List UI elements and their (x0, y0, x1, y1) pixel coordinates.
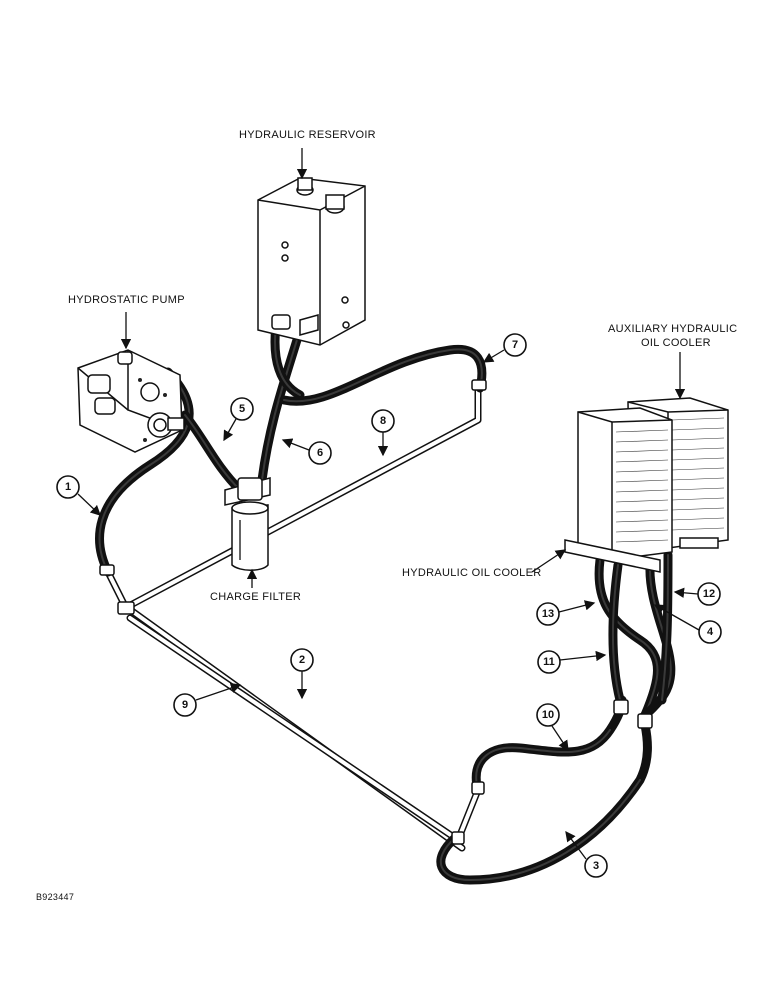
svg-text:2: 2 (299, 654, 305, 666)
label-charge-filter: CHARGE FILTER (210, 591, 301, 603)
svg-text:13: 13 (542, 608, 554, 620)
callout-1: 1 (56, 475, 101, 516)
svg-text:3: 3 (593, 860, 599, 872)
svg-text:1: 1 (65, 481, 71, 493)
label-hydraulic-oil-cooler: HYDRAULIC OIL COOLER (402, 567, 541, 579)
hydraulic-reservoir (257, 177, 366, 346)
hydraulic-oil-cooler (564, 407, 673, 573)
hose-reservoir-suction (270, 320, 305, 400)
svg-text:6: 6 (317, 447, 323, 459)
svg-text:11: 11 (543, 656, 555, 668)
callout-10: 10 (536, 703, 569, 752)
callout-13: 13 (536, 600, 596, 626)
charge-filter (224, 477, 271, 571)
callout-12: 12 (673, 582, 721, 606)
svg-text:8: 8 (380, 415, 386, 427)
svg-text:10: 10 (542, 709, 554, 721)
callout-5: 5 (223, 397, 254, 442)
callout-7: 7 (482, 333, 527, 363)
label-hydraulic-reservoir: HYDRAULIC RESERVOIR (239, 129, 376, 141)
svg-text:12: 12 (703, 588, 715, 600)
callout-9: 9 (173, 683, 242, 717)
hose-11 (608, 560, 625, 705)
hose-12 (657, 550, 673, 705)
svg-text:9: 9 (182, 699, 188, 711)
callout-11: 11 (537, 650, 607, 674)
hose-1 (95, 367, 194, 577)
callout-2: 2 (290, 648, 314, 700)
hose-5 (180, 410, 245, 495)
svg-text:7: 7 (512, 339, 518, 351)
hose-6 (257, 325, 305, 485)
hose-13 (594, 555, 662, 720)
hose-3 (436, 720, 652, 885)
label-hydrostatic-pump: HYDROSTATIC PUMP (68, 294, 185, 306)
callout-8: 8 (371, 409, 395, 457)
callout-4: 4 (653, 604, 722, 644)
svg-text:4: 4 (707, 626, 714, 638)
hose-7 (279, 344, 487, 406)
label-auxiliary-cooler-line2: OIL COOLER (641, 337, 711, 349)
figure-id: B923447 (36, 892, 74, 902)
callout-6: 6 (281, 438, 332, 465)
callout-3: 3 (565, 830, 608, 878)
svg-text:5: 5 (239, 403, 245, 415)
fittings (99, 379, 653, 845)
hydrostatic-pump (77, 349, 185, 453)
label-auxiliary-cooler-line1: AUXILIARY HYDRAULIC (608, 323, 737, 335)
